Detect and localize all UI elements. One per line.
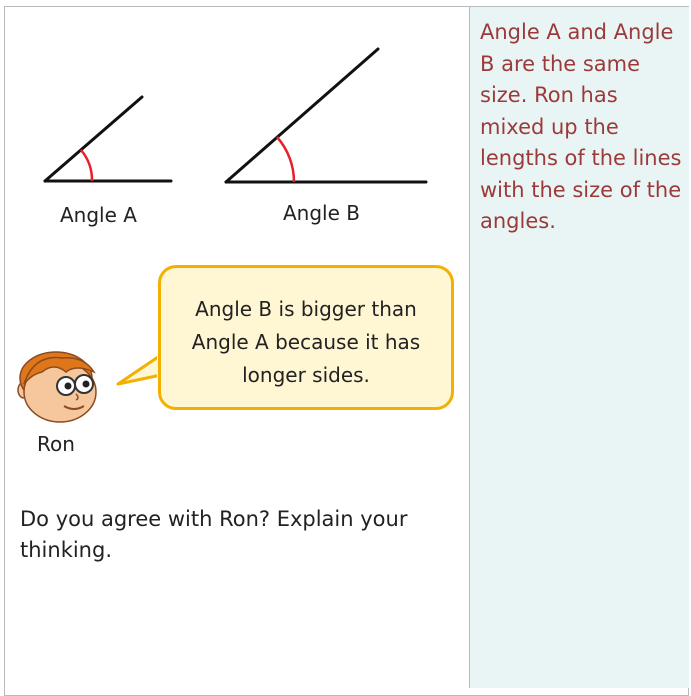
angle-b-label: Angle B: [283, 201, 360, 225]
angle-a-arc: [80, 149, 94, 182]
angle-b-arc: [276, 136, 296, 183]
angle-a-slanted-ray: [43, 95, 144, 183]
answer-text: Angle A and Angle B are the same size. R…: [480, 20, 682, 233]
ron-name-label: Ron: [37, 432, 75, 456]
angles-diagram: [43, 47, 428, 184]
angle-a: [43, 95, 173, 183]
speech-line-3: longer sides.: [242, 363, 370, 387]
angle-b-slanted-ray: [224, 47, 380, 184]
speech-text: Angle B is bigger than Angle A because i…: [161, 293, 451, 392]
speech-bubble: Angle B is bigger than Angle A because i…: [158, 265, 454, 410]
ron-face-icon: [17, 351, 97, 423]
speech-line-2: Angle A because it has: [191, 330, 421, 354]
question-text: Do you agree with Ron? Explain your thin…: [20, 507, 408, 562]
angle-b: [224, 47, 428, 184]
answer-cell: Angle A and Angle B are the same size. R…: [469, 7, 689, 688]
speech-line-1: Angle B is bigger than: [195, 297, 417, 321]
angle-a-label: Angle A: [60, 203, 137, 227]
